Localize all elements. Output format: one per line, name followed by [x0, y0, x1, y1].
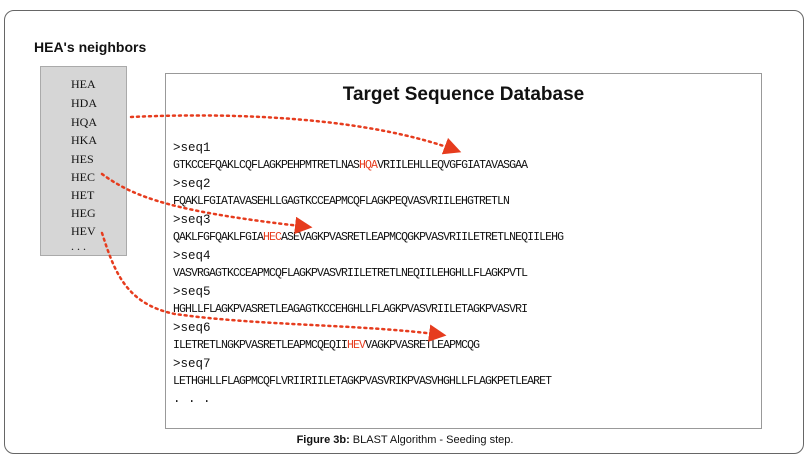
figure-caption: Figure 3b: BLAST Algorithm - Seeding ste…: [296, 434, 514, 446]
seq-residues: VASVRGAGTKCCEAPMCQFLAGKPVASVRIILETRETLNE…: [173, 267, 528, 280]
database-ellipsis: . . .: [173, 392, 211, 406]
seq-residues: HGHLLFLAGKPVASRETLEAGAGTKCCEHGHLLFLAGKPV…: [173, 303, 528, 316]
neighbor-item: HET: [71, 188, 95, 202]
seq-residues: LETHGHLLFLAGPMCQFLVRIIRIILETAGKPVASVRIKP…: [173, 375, 552, 388]
neighbor-item: HKA: [71, 133, 97, 147]
neighbor-item: HES: [71, 152, 94, 166]
database-title: Target Sequence Database: [342, 84, 585, 105]
seq-residues: FQAKLFGIATAVASEHLLGAGTKCCEAPMCQFLAGKPEQV…: [173, 195, 510, 208]
seed-hit: HQA: [359, 159, 378, 172]
seq-header: >seq4: [173, 249, 211, 263]
seq-header: >seq7: [173, 357, 211, 371]
neighbor-item: HQA: [71, 115, 97, 129]
neighbor-item: . . .: [71, 239, 86, 253]
seq-residues: GTKCCEFQAKLCQFLAGKPEHPMTRETLNASHQAVRIILE…: [173, 159, 528, 172]
neighbor-item: HEA: [71, 77, 96, 91]
seq-header: >seq1: [173, 141, 211, 155]
neighbor-item: HEG: [71, 206, 96, 220]
neighbor-item: HDA: [71, 96, 97, 110]
figure-frame: [4, 10, 804, 454]
seed-hit: HEC: [263, 231, 282, 244]
seq-residues: QAKLFGFQAKLFGIAHECASEVAGKPVASRETLEAPMCQG…: [173, 231, 564, 244]
neighbor-item: HEV: [71, 224, 96, 238]
neighbor-item: HEC: [71, 170, 95, 184]
neighbors-box: HEA HDA HQA HKA HES HEC HET HEG HEV . . …: [40, 66, 127, 256]
neighbors-title: HEA's neighbors: [34, 39, 147, 55]
seq-header: >seq5: [173, 285, 211, 299]
seq-header: >seq6: [173, 321, 211, 335]
seq-header: >seq2: [173, 177, 211, 191]
seq-residues: ILETRETLNGKPVASRETLEAPMCQEQIIHEVVAGKPVAS…: [173, 339, 480, 352]
target-database-box: Target Sequence Database >seq1 GTKCCEFQA…: [165, 73, 762, 429]
seed-hit: HEV: [347, 339, 366, 352]
seq-header: >seq3: [173, 213, 211, 227]
